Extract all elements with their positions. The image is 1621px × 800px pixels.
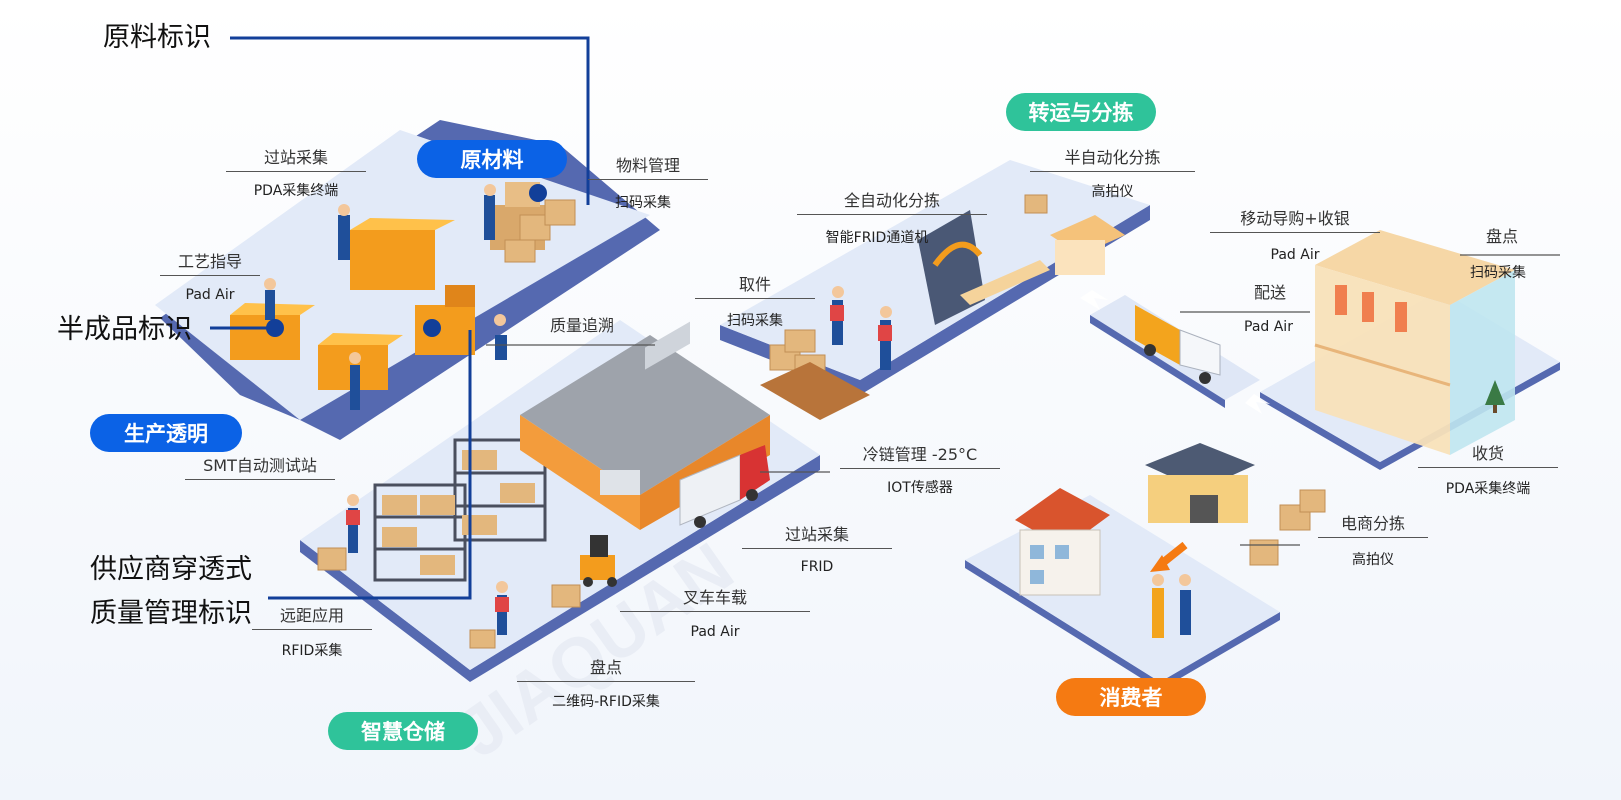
pallet [760,362,870,420]
marker-supplier-line1: 供应商穿透式 [90,554,252,585]
delivery-arrowhead [1150,555,1170,572]
label-quality-trace: 质量追溯 [550,316,615,335]
semi-auto-stall [1050,215,1125,275]
forklift [580,535,617,587]
sub-pickup: 扫码采集 [727,313,783,329]
marker-semi-id: 半成品标识 [57,314,192,345]
sub-mobile-guide: Pad Air [1270,247,1320,263]
label-semi-sort: 半自动化分拣 [1030,150,1195,172]
section-warehouse: 智慧仓储 [328,712,478,750]
label-station-collect: 过站采集 [226,150,366,172]
refrigerated-truck [679,445,770,528]
leader-lines [486,254,1560,546]
sub-receive: PDA采集终端 [1445,481,1531,497]
sub-ecom-sort: 高拍仪 [1352,552,1394,568]
workers [264,184,1191,635]
marker-raw-id: 原料标识 [103,22,211,53]
connector-dots [266,184,547,337]
production-machines [230,182,545,390]
sub-remote-app: RFID采集 [281,643,343,659]
house [1015,488,1110,596]
consumer-couple [1152,598,1164,638]
section-consumer: 消费者 [1056,678,1206,716]
sorting-gate [918,210,1050,325]
sub-station-collect-2: FRID [800,559,834,575]
marker-supplier-line2: 质量管理标识 [90,598,252,629]
label-pickup: 取件 [695,277,815,299]
label-inventory: 盘点 [517,660,695,682]
sub-station-collect: PDA采集终端 [253,183,339,199]
label-material-mgmt: 物料管理 [588,158,708,180]
retail-mall [1314,230,1515,455]
label-cold-chain: 冷链管理 -25°C [840,447,1000,469]
connector-lines [210,36,590,600]
warehouse-shelves [373,438,547,582]
label-forklift: 叉车车载 [620,590,810,612]
label-ecom-sort: 电商分拣 [1318,516,1428,538]
tree [1485,380,1505,413]
sub-inventory-2: 扫码采集 [1470,265,1526,281]
section-transport: 转运与分拣 [1006,93,1156,131]
label-auto-sort: 全自动化分拣 [797,193,987,215]
label-inventory-2: 盘点 [1486,227,1519,246]
sub-material-mgmt: 扫码采集 [615,195,671,211]
section-production: 生产透明 [90,414,242,452]
parcel-boxes [317,194,1326,649]
flow-arrows [1080,290,1270,414]
warehouse-depot [1145,443,1255,523]
sub-delivery: Pad Air [1244,319,1293,335]
sub-cold-chain: IOT传感器 [887,480,953,496]
warehouse-building [520,321,770,530]
label-remote-app: 远距应用 [252,608,372,630]
label-delivery: 配送 [1254,283,1287,302]
sub-forklift: Pad Air [690,624,740,640]
delivery-truck [1135,305,1221,384]
label-mobile-guide: 移动导购+收银 [1210,211,1380,233]
section-raw-material: 原材料 [417,140,567,178]
label-smt: SMT自动测试站 [185,458,335,480]
sub-process-guide: Pad Air [185,287,235,303]
sub-semi-sort: 高拍仪 [1091,184,1134,200]
label-receive: 收货 [1418,446,1558,468]
sub-inventory: 二维码-RFID采集 [552,694,660,710]
label-station-collect-2: 过站采集 [742,527,892,549]
sub-auto-sort: 智能FRID通道机 [825,230,929,246]
label-process-guide: 工艺指导 [160,254,260,276]
